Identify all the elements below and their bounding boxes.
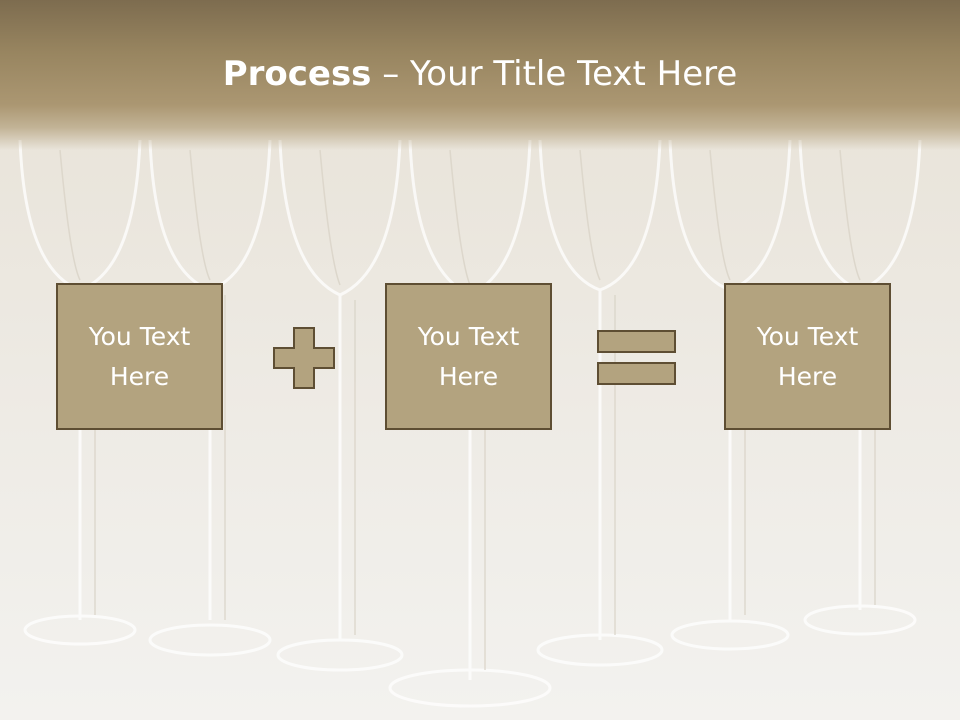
title-band xyxy=(0,0,960,150)
process-step-1-line-2: Here xyxy=(109,361,170,391)
process-step-1-box[interactable]: You Text Here xyxy=(56,283,223,430)
process-step-2-line-2: Here xyxy=(438,361,499,391)
plus-icon xyxy=(273,327,335,389)
equals-icon xyxy=(597,330,676,385)
process-result-line-1: You Text xyxy=(756,321,859,351)
process-result-text: You Text Here xyxy=(743,317,873,397)
process-result-line-2: Here xyxy=(777,361,838,391)
process-result-box[interactable]: You Text Here xyxy=(724,283,891,430)
process-step-2-text: You Text Here xyxy=(404,317,534,397)
slide-title-bold: Process xyxy=(222,54,372,94)
slide-title-rest: – Your Title Text Here xyxy=(371,54,738,94)
process-step-1-line-1: You Text xyxy=(88,321,191,351)
slide-title: Process – Your Title Text Here xyxy=(0,52,960,96)
process-step-1-text: You Text Here xyxy=(75,317,205,397)
process-step-2-box[interactable]: You Text Here xyxy=(385,283,552,430)
process-step-2-line-1: You Text xyxy=(417,321,520,351)
